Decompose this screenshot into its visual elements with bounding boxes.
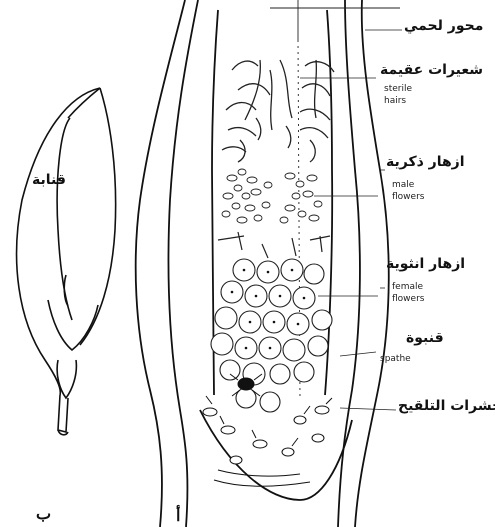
label-female-flowers-en-2: flowers [392, 294, 424, 304]
label-female-flowers-ar: ازهار انثوية [386, 256, 465, 272]
staminodes [218, 232, 330, 258]
label-sterile-hairs-en-1: sterile [384, 84, 412, 94]
label-spathe-en: spathe [380, 354, 411, 364]
label-male-flowers-en-2: flowers [392, 192, 424, 202]
figure-letter-b: ب [36, 504, 51, 523]
female-flowers [211, 259, 332, 412]
label-male-flowers-ar: ازهار ذكرية [386, 154, 465, 170]
label-spathe-ar: قنبوة [406, 330, 444, 346]
spathe-whole-drawing [17, 88, 116, 435]
label-fleshy-axis-ar: محور لحمي [404, 18, 483, 34]
label-sterile-hairs-ar: شعيرات عقيمة [380, 62, 483, 78]
figure-letter-a: أ [176, 504, 180, 525]
figure-letters: أ ب [36, 504, 180, 525]
label-qanaba-ar: قنابة [32, 172, 66, 188]
sterile-hairs [222, 60, 334, 162]
label-female-flowers-en-1: female [392, 282, 423, 292]
label-male-flowers-en-1: male [392, 180, 414, 190]
pollinating-insects [203, 374, 332, 486]
label-pollinating-insects-ar: حشرات التلقيح [398, 398, 495, 414]
male-flowers [222, 169, 322, 223]
label-sterile-hairs-en-2: hairs [384, 96, 406, 106]
